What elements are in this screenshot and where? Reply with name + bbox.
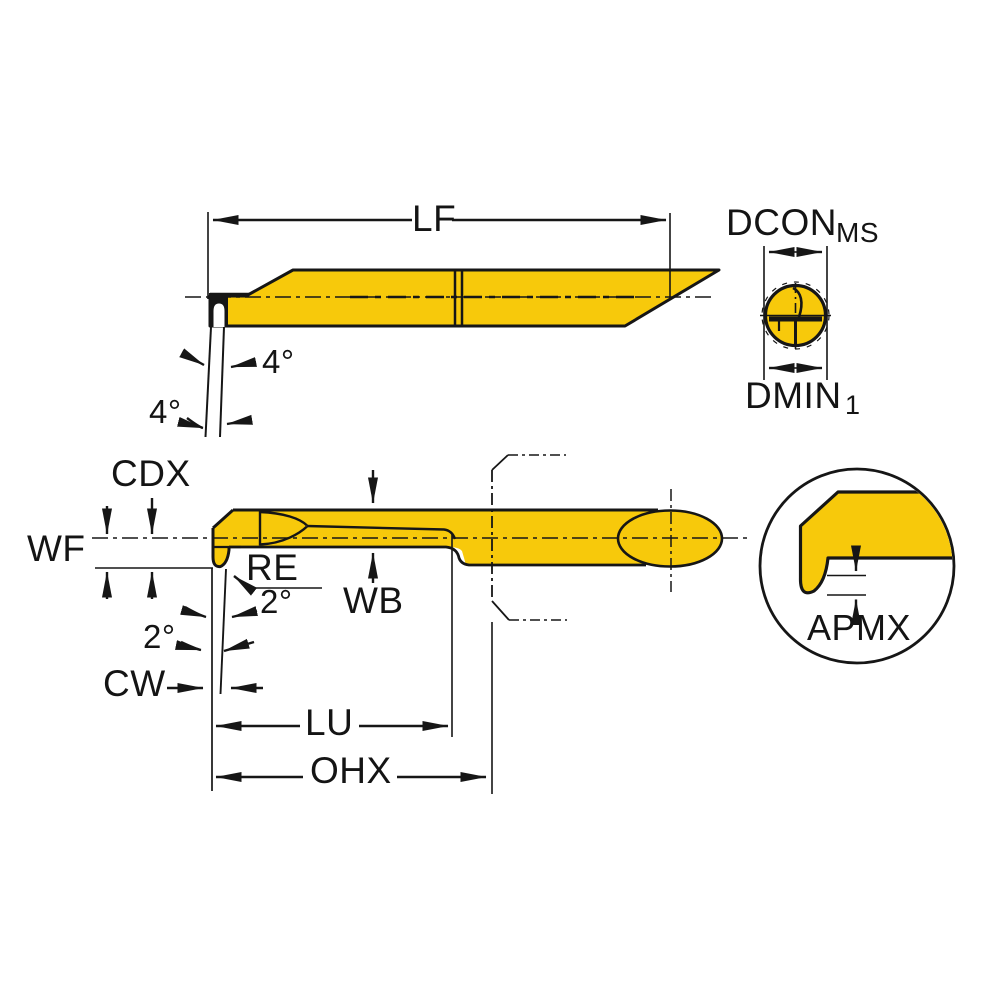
end-view (760, 246, 831, 380)
top-view-insert-tip (209, 292, 249, 327)
apmx-dimension (827, 545, 866, 625)
section-break-line (491, 454, 567, 621)
dim-label-dmin-subscript: 1 (845, 390, 861, 420)
dim-label-cw: CW (103, 663, 166, 704)
relief-step-edge (229, 545, 646, 567)
dim-label-lu: LU (305, 702, 354, 743)
ohx-dimension (215, 622, 493, 794)
detail-tip-profile (798, 490, 953, 595)
side-view-blade-edges (211, 568, 227, 791)
wf-cdx-dimensions (95, 498, 213, 599)
dim-label-wf: WF (27, 528, 86, 569)
dim-label-cdx: CDX (111, 453, 191, 494)
lf-dimension (207, 212, 671, 299)
top-view-angle-arrows (177, 348, 257, 430)
head-transition-cone (258, 510, 308, 546)
dim-label-dmin: DMIN (745, 375, 842, 416)
angle-label-2deg-upper: 2° (260, 583, 293, 620)
angle-label-2deg-lower: 2° (143, 618, 176, 655)
lu-dimension (215, 534, 453, 737)
side-view-angle-arrows (175, 605, 258, 653)
end-view-insert-edges (769, 286, 822, 345)
re-leader (233, 575, 322, 596)
dim-label-lf: LF (412, 198, 457, 239)
dim-label-ohx: OHX (310, 750, 392, 791)
top-view-blade-edges (204, 326, 225, 438)
dim-label-apmx: APMX (807, 607, 912, 648)
dim-label-dcon-subscript: MS (836, 217, 879, 248)
dim-label-dcon: DCON (726, 202, 837, 243)
dim-label-re: RE (246, 547, 299, 588)
top-view-tool-body (185, 268, 721, 438)
side-view-tool-body (92, 454, 748, 791)
angle-label-4deg-lower: 4° (149, 393, 182, 430)
angle-label-4deg-upper: 4° (262, 343, 295, 380)
dim-label-wb: WB (343, 580, 404, 621)
